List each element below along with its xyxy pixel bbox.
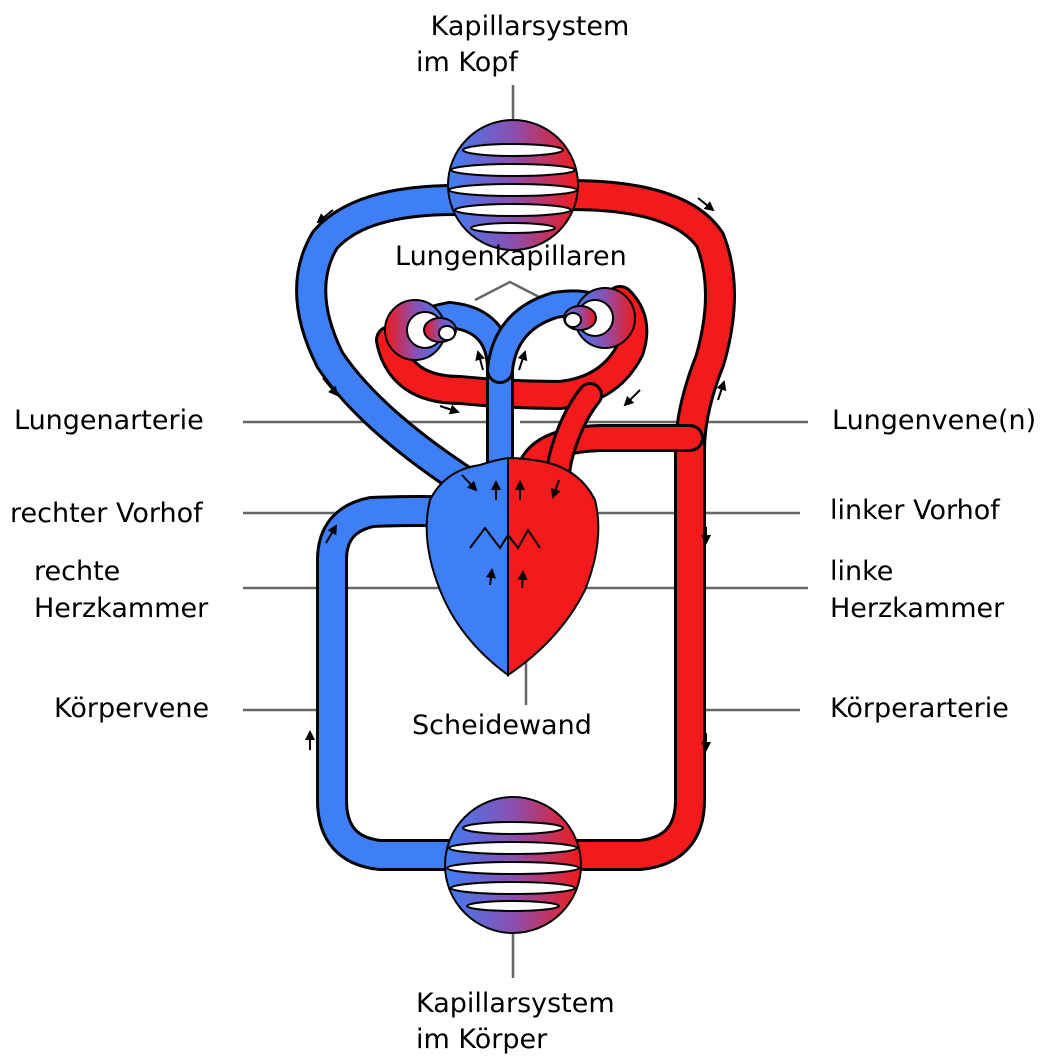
- right-ventricle-label-line2: Herzkammer: [34, 590, 208, 628]
- pulmonary-veins-label: Lungenvene(n): [832, 402, 1036, 440]
- left-ventricle-label-line2: Herzkammer: [830, 590, 1004, 628]
- left-atrium-label: linker Vorhof: [830, 492, 1000, 530]
- left-ventricle-label-line1: linke: [830, 553, 893, 591]
- body-artery-label: Körperarterie: [830, 690, 1009, 728]
- body-capillary-system: [445, 797, 581, 933]
- septum-label: Scheidewand: [412, 707, 592, 745]
- body-capillary-label-line2: im Körper: [416, 1021, 547, 1059]
- heart: [427, 458, 599, 675]
- head-capillary-label-line1: Kapillarsystem: [400, 8, 660, 46]
- body-vein-label: Körpervene: [54, 690, 209, 728]
- head-capillary-system: [448, 120, 578, 250]
- lung-capillaries-label: Lungenkapillaren: [395, 238, 627, 276]
- body-capillary-label-line1: Kapillarsystem: [416, 985, 615, 1023]
- head-capillary-label-line2: im Kopf: [416, 44, 518, 82]
- pulmonary-artery-label: Lungenarterie: [14, 402, 204, 440]
- right-ventricle-label-line1: rechte: [34, 553, 120, 591]
- right-atrium-label: rechter Vorhof: [10, 495, 203, 533]
